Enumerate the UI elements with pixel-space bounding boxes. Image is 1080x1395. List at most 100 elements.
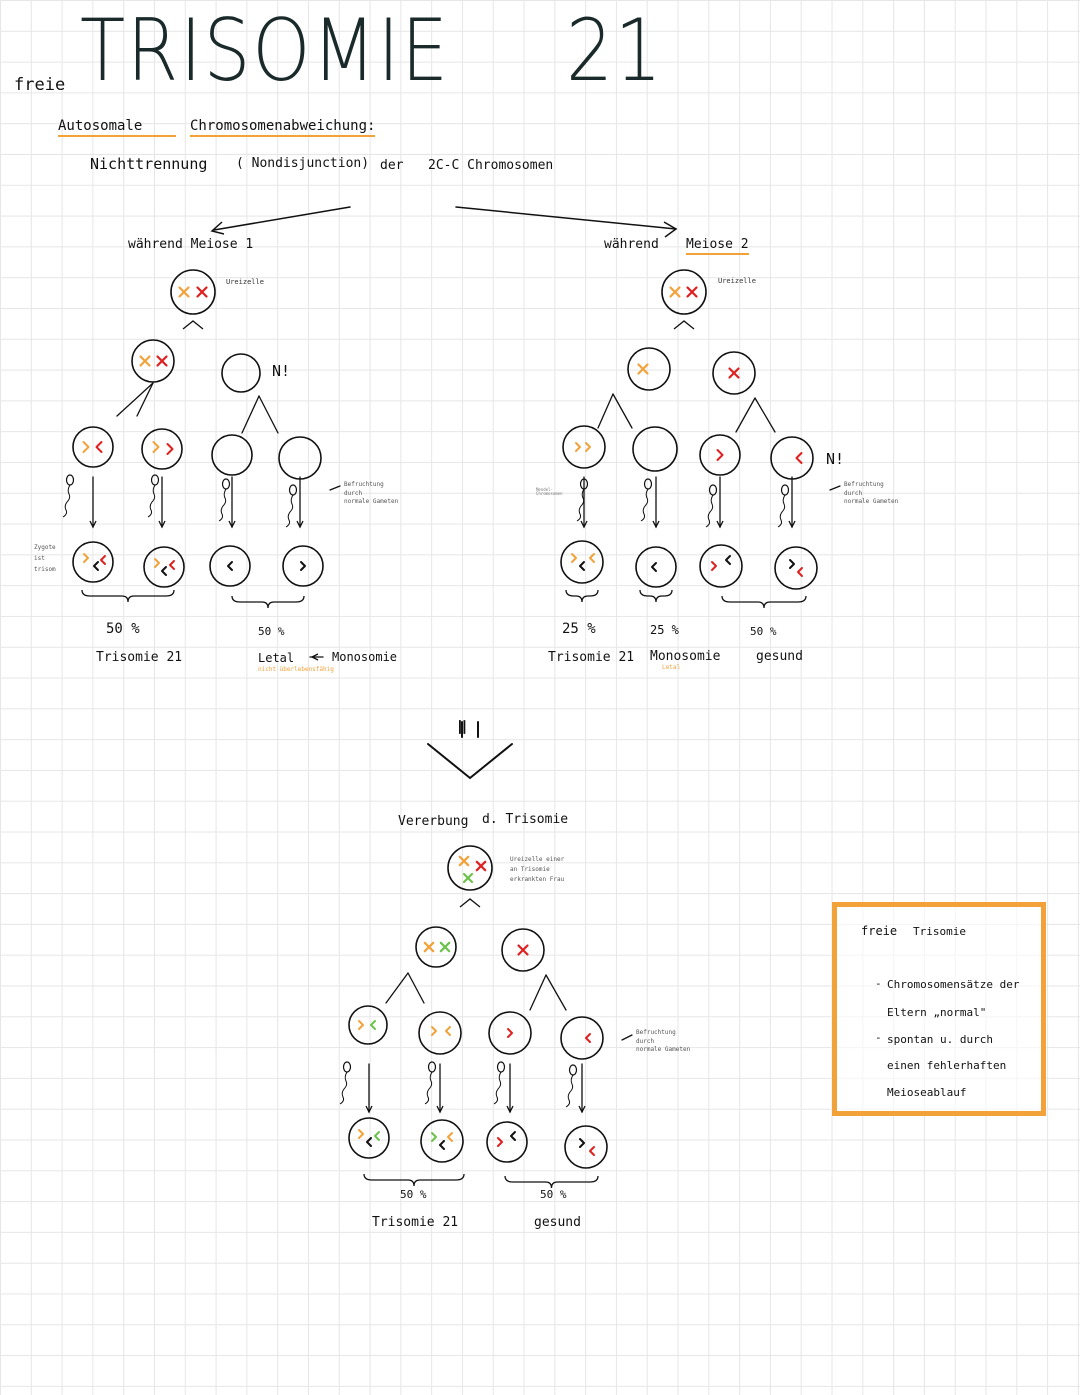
meiose2-gamete-3	[699, 434, 741, 476]
chromatid	[585, 1033, 591, 1043]
meiose1-arrow-1-head	[89, 520, 97, 529]
meiose1-warning: N!	[272, 362, 291, 380]
vererbung-cell-xx	[415, 926, 457, 968]
big-down-arrow	[427, 743, 513, 780]
red-chromosome	[475, 860, 487, 872]
meiose1-arrow-4-head	[296, 520, 304, 529]
vererbung-heading-a: Vererbung	[398, 814, 469, 829]
vererbung-sperm-3	[496, 1061, 506, 1073]
chromatid	[571, 553, 577, 563]
chromatid	[497, 1137, 503, 1147]
page-title: TRISOMIE	[80, 1, 450, 101]
meiose1-heading: während Meiose 1	[128, 237, 254, 252]
vererbung-zygote-1	[348, 1117, 390, 1159]
meiose2-gamete-4	[770, 436, 814, 480]
vererbung-split-left	[407, 972, 425, 1004]
meiose2-arrow-3-head	[716, 520, 724, 529]
info-bullet-2: -	[875, 1031, 882, 1044]
subtitle-autosomale: Autosomale	[58, 119, 176, 137]
meiose2-split-right	[754, 397, 776, 433]
vererbung-befruchtung-3: normale Gameten	[636, 1046, 691, 1053]
meiose1-sperm-3	[221, 478, 231, 490]
meiose2-sperm-2	[643, 478, 653, 490]
vererbung-sperm-1	[342, 1061, 352, 1073]
meiose2-brace-monosomie	[639, 589, 673, 603]
meiose2-cell-x-red	[712, 351, 756, 395]
meiose2-befruchtung-3: normale Gameten	[844, 498, 899, 505]
meiose2-label-a: Trisomie 21	[548, 650, 635, 665]
vererbung-split-left	[385, 972, 409, 1004]
vererbung-sperm-3-tail	[493, 1071, 502, 1105]
meiose1-split-left	[116, 382, 154, 417]
orange-chromosome	[458, 855, 470, 867]
equals-symbol: =	[449, 717, 475, 737]
nondisjunction-label: ( Nondisjunction)	[236, 156, 370, 171]
meiose2-split-left	[597, 393, 614, 429]
chromatid	[795, 452, 803, 464]
info-line-1: Chromosomensätze der	[887, 978, 1020, 991]
arrow-to-meiose1-head	[210, 221, 225, 235]
meiose1-brace-letal	[231, 595, 305, 609]
chromatid	[358, 1129, 364, 1139]
chromatid	[100, 555, 106, 565]
chromosomen-label: 2C-C Chromosomen	[428, 158, 554, 173]
meiose2-split-right	[735, 397, 756, 433]
meiose1-befruchtung-2: durch	[344, 490, 363, 497]
meiose1-sperm-1-tail	[62, 484, 71, 518]
vererbung-sperm-4-tail	[565, 1074, 574, 1108]
chromatid	[575, 442, 581, 452]
meiose1-befruchtung-1: Befruchtung	[344, 481, 384, 488]
chromatid	[711, 561, 717, 571]
vererbung-zygote-4	[564, 1125, 608, 1169]
meiose2-pct-b: 25 %	[650, 623, 679, 637]
vererbung-ureizelle-circle	[447, 845, 493, 891]
meiose2-arrow-1-head	[580, 520, 588, 529]
red-chromosome	[517, 944, 529, 956]
monosomie-arrow-head	[310, 653, 319, 661]
vererbung-sperm-2-tail	[424, 1071, 433, 1105]
meiose1-zygote-4	[282, 545, 324, 587]
red-chromosome	[686, 286, 698, 298]
meiose1-sperm-2-tail	[147, 484, 156, 518]
vererbung-befruchtung-1: Befruchtung	[636, 1029, 676, 1036]
red-chromosome	[728, 367, 740, 379]
meiose2-label-c: gesund	[756, 649, 803, 664]
chromatid	[445, 1026, 451, 1036]
chromatid	[431, 1026, 437, 1036]
meiose2-caret-1	[673, 320, 695, 330]
chromatid	[93, 561, 99, 571]
meiose1-sperm-2	[150, 474, 160, 486]
meiose1-split-right	[241, 395, 260, 434]
meiose1-sperm-3-tail	[218, 488, 227, 522]
meiose2-zygote-1	[560, 540, 604, 584]
chromatid	[447, 1132, 453, 1142]
nichttrennung-label: Nichttrennung	[90, 155, 208, 173]
chromatid	[431, 1132, 437, 1142]
meiose2-sperm-3-tail	[705, 494, 714, 528]
meiose1-label-b: Letal	[258, 651, 295, 665]
meiose1-sperm-4	[288, 484, 298, 496]
vererbung-pct-a: 50 %	[400, 1188, 427, 1201]
chromatid	[439, 1140, 445, 1150]
vererbung-arrow-3-head	[506, 1105, 514, 1114]
meiose2-label-b-note: Letal	[662, 664, 681, 671]
befruchtung-pointer-1	[329, 485, 341, 491]
chromatid	[589, 553, 595, 563]
meiose1-brace-trisomie	[81, 589, 175, 603]
chromatid	[797, 567, 803, 577]
chromatid	[374, 1131, 380, 1141]
meiose1-split-right	[258, 395, 279, 434]
vererbung-arrow-1-head	[365, 1105, 373, 1114]
meiose1-label-b-note: nicht überlebensfähig	[258, 666, 334, 673]
meiose2-pct-a: 25 %	[562, 621, 596, 637]
chromatid	[95, 441, 103, 453]
chromatid	[789, 559, 795, 569]
meiose1-zygote-2	[143, 546, 185, 588]
meiose2-sperm-4-tail	[777, 494, 786, 528]
side-label-freie: freie	[14, 75, 66, 95]
befruchtung-pointer-2	[829, 485, 841, 491]
meiose2-brace-gesund	[721, 595, 807, 609]
meiose1-gamete-4	[278, 436, 322, 480]
der-label: der	[380, 158, 404, 173]
